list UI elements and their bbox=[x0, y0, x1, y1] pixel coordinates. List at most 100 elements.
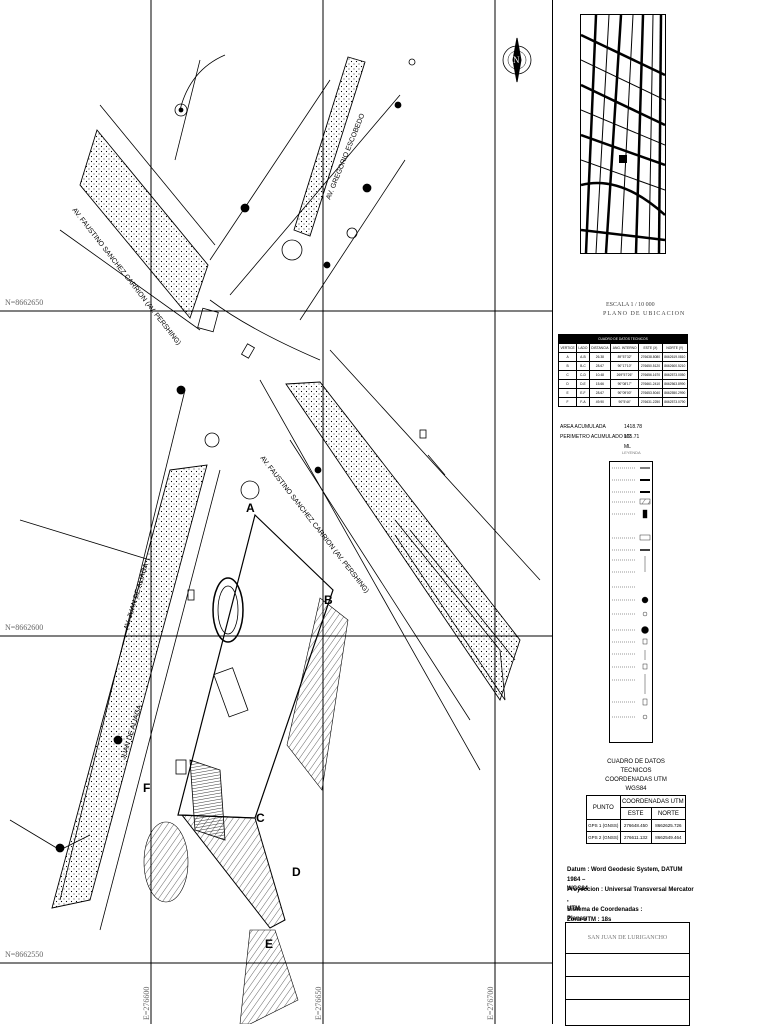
table-cell: F-A bbox=[576, 397, 590, 407]
table-cell: A bbox=[557, 352, 578, 362]
table-cell: D bbox=[557, 379, 578, 389]
table-cell: 90°17'10" bbox=[610, 361, 640, 371]
table-cell: 276611.132 bbox=[619, 831, 652, 844]
table-cell: 276648.450 bbox=[619, 819, 652, 832]
table-cell: 8662619.0810 bbox=[661, 352, 689, 362]
northing-label-2: N=8662600 bbox=[5, 623, 44, 632]
table-cell: 8662600.5210 bbox=[661, 361, 689, 371]
table-cell: 28.67 bbox=[588, 361, 612, 371]
vertex-label-a: A bbox=[246, 501, 255, 515]
vertex-label-f: F bbox=[143, 781, 150, 795]
title-block: SAN JUAN DE LURIGANCHO bbox=[565, 922, 690, 1026]
datum-line-4: UTM bbox=[567, 906, 580, 912]
table-cell: 10.48 bbox=[588, 370, 612, 380]
location-map bbox=[580, 14, 666, 254]
vertex-label-c: C bbox=[256, 811, 265, 825]
table-cell: B-C bbox=[576, 361, 590, 371]
road-lines bbox=[9, 54, 541, 931]
datum-notes: Datum : Word Geodesic System, DATUM 1984… bbox=[567, 865, 697, 925]
table-cell: 49.90 bbox=[588, 397, 612, 407]
table-cell: 8662625.726 bbox=[650, 819, 687, 832]
svg-text:N: N bbox=[513, 55, 520, 65]
perimeter-value: 175.71 ML bbox=[624, 434, 640, 450]
vertex-label-e: E bbox=[265, 937, 273, 951]
table-cell: 8662563.8990 bbox=[661, 379, 689, 389]
easting-label-1: E=276600 bbox=[142, 986, 151, 1020]
totals-block: AREA ACUMULADA 1418.78 M2 PERIMETRO ACUMU… bbox=[560, 422, 642, 450]
table-cell: C-D bbox=[576, 370, 590, 380]
table-header: NORTE (Y) bbox=[661, 343, 689, 353]
datum-line-1: Datum : Word Geodesic System, DATUM 1984… bbox=[567, 867, 683, 883]
table-header: VERTICE bbox=[557, 343, 578, 353]
table-cell: 90°08'17" bbox=[610, 379, 640, 389]
table-cell: 276650.5120 bbox=[638, 361, 663, 371]
northing-label-1: N=8662650 bbox=[5, 298, 44, 307]
table-cell: 8662549.464 bbox=[650, 831, 687, 844]
datum-line-2: WGS84 bbox=[567, 886, 589, 892]
table-cell: 89°57'32" bbox=[610, 352, 640, 362]
table-cell: GPS 1 (GNSS) bbox=[586, 819, 621, 832]
location-scale: ESCALA 1 / 10 000 bbox=[606, 302, 655, 308]
table-cell: GPS 2 (GNSS) bbox=[586, 831, 621, 844]
utm-title-line-1: CUADRO DE DATOS TECNICOS bbox=[607, 759, 665, 774]
table-cell: 276638.8080 bbox=[638, 352, 663, 362]
table-cell: D-E bbox=[576, 379, 590, 389]
location-map-svg bbox=[581, 15, 665, 253]
datum-line-3: Proyeccion : Universal Transversal Merca… bbox=[567, 887, 694, 903]
legend-box bbox=[609, 461, 653, 743]
drawing-area: N AV. FAUSTINO SANCHEZ CARRION (AV. PERS… bbox=[0, 0, 553, 1024]
central-lot bbox=[143, 513, 349, 1024]
datum-line-5: Sistema de Coordenadas : bbox=[567, 907, 643, 913]
table-cell: 276653.5040 bbox=[638, 388, 663, 398]
technical-data-table: CUADRO DE DATOS TECNICOS VERTICE LADO DI… bbox=[557, 334, 689, 407]
datum-line-7: Zona UTM : 18s bbox=[567, 917, 612, 923]
map-symbols bbox=[55, 58, 446, 853]
easting-label-2: E=276650 bbox=[314, 986, 323, 1020]
table-cell: 26.38 bbox=[588, 352, 612, 362]
sidewalk-bands bbox=[51, 56, 521, 909]
table-cell: 15.66 bbox=[588, 379, 612, 389]
northing-label-3: N=8662550 bbox=[5, 950, 44, 959]
table-cell: 269°57'26" bbox=[610, 370, 640, 380]
title-block-district: SAN JUAN DE LURIGANCHO bbox=[566, 923, 689, 954]
technical-table-caption: CUADRO DE DATOS TECNICOS bbox=[558, 334, 688, 344]
vertex-label-d: D bbox=[292, 865, 301, 879]
utm-col-group: COORDENADAS UTM bbox=[619, 795, 687, 808]
utm-title-line-2: COORDENADAS UTM WGS84 bbox=[605, 777, 667, 792]
perimeter-label: PERIMETRO ACUMULADO bbox=[560, 434, 623, 440]
vertex-label-b: B bbox=[324, 593, 333, 607]
table-cell: 8662573.0050 bbox=[661, 370, 689, 380]
vertex-labels: A B C D E F bbox=[143, 501, 333, 951]
area-value: 1418.78 M2 bbox=[624, 424, 643, 440]
table-cell: 8662573.0790 bbox=[661, 397, 689, 407]
easting-label-3: E=276700 bbox=[486, 986, 495, 1020]
table-cell: 276661.2410 bbox=[638, 379, 663, 389]
table-header: ESTE (X) bbox=[638, 343, 663, 353]
table-header: DISTANCIA bbox=[588, 343, 612, 353]
table-cell: C bbox=[557, 370, 578, 380]
table-cell: 28.67 bbox=[588, 388, 612, 398]
location-title: PLANO DE UBICACION bbox=[603, 311, 686, 317]
legend-symbols bbox=[612, 467, 651, 720]
north-arrow-icon: N bbox=[502, 37, 532, 83]
table-cell: 276656.1670 bbox=[638, 370, 663, 380]
table-header: ANG. INTERNO bbox=[610, 343, 640, 353]
utm-title: CUADRO DE DATOS TECNICOS COORDENADAS UTM… bbox=[596, 758, 676, 794]
table-cell: B bbox=[557, 361, 578, 371]
table-cell: 90°5'44" bbox=[610, 397, 640, 407]
area-label: AREA ACUMULADA bbox=[560, 424, 606, 430]
table-cell: 276631.2250 bbox=[638, 397, 663, 407]
utm-table: PUNTO COORDENADAS UTM ESTE NORTE GPS 1 (… bbox=[586, 795, 687, 844]
utm-col-este: ESTE bbox=[619, 807, 652, 820]
utm-col-norte: NORTE bbox=[650, 807, 687, 820]
title-block-row bbox=[566, 954, 689, 977]
table-cell: 90°09'00" bbox=[610, 388, 640, 398]
plan-svg: N AV. FAUSTINO SANCHEZ CARRION (AV. PERS… bbox=[0, 0, 552, 1024]
